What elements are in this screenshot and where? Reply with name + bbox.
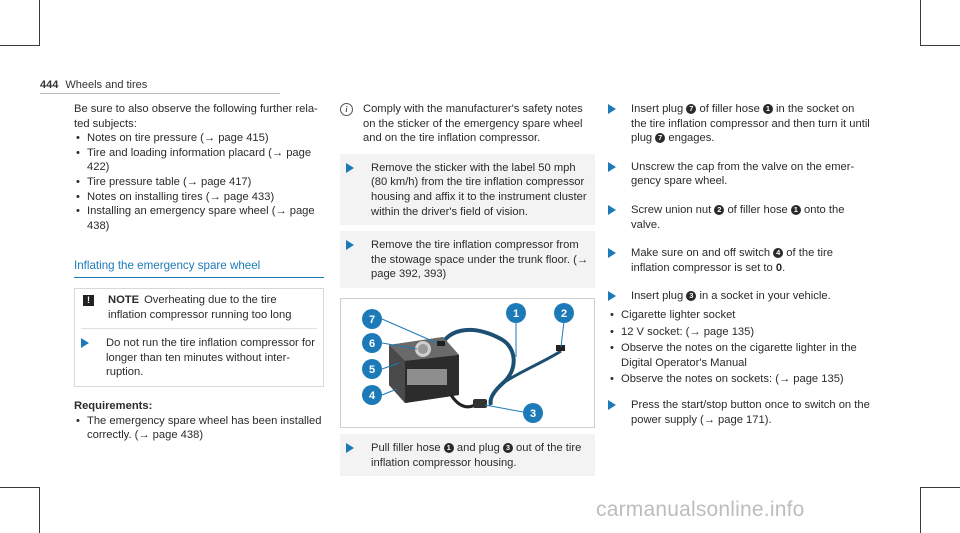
step-remove-compressor: Remove the tire inflation compressor fro… [340,231,595,288]
svg-text:2: 2 [561,308,567,320]
list-item[interactable]: Tire and loading information placard (→ … [74,146,324,175]
callout-badge: 1 [762,104,773,114]
page-header: 444 Wheels and tires [40,78,147,93]
requirements-list: The emergency spare wheel has been insta… [74,414,324,443]
list-item[interactable]: Notes on installing tires (→ page 433) [74,190,324,205]
step-screw-union-nut: Screw union nut 2 of filler hose 1 onto … [608,196,873,239]
svg-text:4: 4 [369,390,376,402]
step-arrow-icon [346,442,354,453]
callout-5: 5 [362,358,382,379]
crop-mark [920,487,921,533]
note-text: Overheating due to the tire inflation co… [108,293,292,321]
svg-text:6: 6 [369,338,375,350]
crop-mark [920,0,921,46]
section-title: Inflating the emergency spare wheel [74,259,324,278]
intro-text: Be sure to also observe the following fu… [74,103,318,130]
info-text: Comply with the manufacturer's safety no… [363,103,583,145]
callout-badge: 1 [443,442,454,453]
step-arrow-icon [608,204,616,215]
crop-mark [0,487,40,488]
related-subjects-list: Notes on tire pressure (→ page 415) Tire… [74,131,324,233]
column-3: Insert plug 7 of filler hose 1 in the so… [608,102,873,434]
step-remove-sticker: Remove the sticker with the label 50 mph… [340,153,595,226]
svg-text:5: 5 [369,364,375,376]
step-pull-hose: Pull filler hose 1 and plug 3 out of the… [340,433,595,477]
callout-2: 2 [554,302,574,323]
divider [81,328,317,330]
callout-badge: 3 [502,442,513,453]
crop-mark [39,487,40,533]
header-divider [40,93,280,94]
warning-icon: ! [83,294,94,306]
info-note: i Comply with the manufacturer's safety … [340,102,595,146]
step-arrow-icon [608,291,616,302]
callout-badge: 7 [686,104,697,114]
callout-badge: 3 [686,291,697,302]
requirements-title: Requirements: [74,399,153,412]
callout-1: 1 [506,302,526,323]
column-1: Be sure to also observe the following fu… [74,102,324,443]
callout-badge: 1 [790,204,801,215]
callout-4: 4 [362,384,382,405]
callout-3: 3 [523,402,543,423]
note-label: NOTE [108,293,140,306]
step-arrow-icon [81,338,89,349]
step-arrow-icon [608,104,616,114]
list-item[interactable]: Tire pressure table (→ page 417) [74,175,324,190]
step-check-switch: Make sure on and off switch 4 of the tir… [608,239,873,282]
note-step-text: Do not run the tire inflation compressor… [106,337,315,379]
step-arrow-icon [608,161,616,172]
step-arrow-icon [608,399,616,410]
column-2: i Comply with the manufacturer's safety … [340,102,595,477]
compressor-illustration: 7 6 5 4 1 2 3 [340,297,595,428]
note-step: Do not run the tire inflation compressor… [75,329,323,386]
crop-mark [0,45,40,46]
compressor-illustration-svg: 7 6 5 4 1 2 3 [362,302,574,423]
step-press-start-stop: Press the start/stop button once to swit… [608,391,873,434]
callout-badge: 4 [773,248,784,259]
watermark: carmanualsonline.info [596,498,805,521]
step-insert-plug-vehicle: Insert plug 3 in a socket in your vehicl… [608,282,873,306]
page-number: 444 [40,79,59,91]
step-arrow-icon [346,162,354,173]
list-item[interactable]: 12 V socket: (→ page 135) [608,325,873,340]
step-arrow-icon [346,240,354,251]
svg-text:1: 1 [513,308,519,320]
section-name: Wheels and tires [65,79,148,91]
step-unscrew-cap: Unscrew the cap from the valve on the em… [608,153,873,196]
list-item[interactable]: Installing an emergency spare wheel (→ p… [74,204,324,233]
list-item[interactable]: The emergency spare wheel has been insta… [74,414,324,443]
callout-6: 6 [362,332,382,353]
crop-mark [920,45,960,46]
list-item: Observe the notes on the cigarette light… [608,341,873,370]
svg-text:7: 7 [369,314,375,326]
callout-badge: 7 [655,133,666,144]
step-insert-plug: Insert plug 7 of filler hose 1 in the so… [608,102,873,153]
socket-list: Cigarette lighter socket 12 V socket: (→… [608,308,873,387]
crop-mark [920,487,960,488]
callout-badge: 2 [714,204,725,215]
svg-text:3: 3 [530,408,536,420]
step-arrow-icon [608,248,616,259]
info-icon: i [340,103,353,116]
callout-7: 7 [362,308,382,329]
crop-mark [39,0,40,46]
list-item[interactable]: Observe the notes on sockets: (→ page 13… [608,372,873,387]
list-item[interactable]: Notes on tire pressure (→ page 415) [74,131,324,146]
list-item: Cigarette lighter socket [608,308,873,323]
